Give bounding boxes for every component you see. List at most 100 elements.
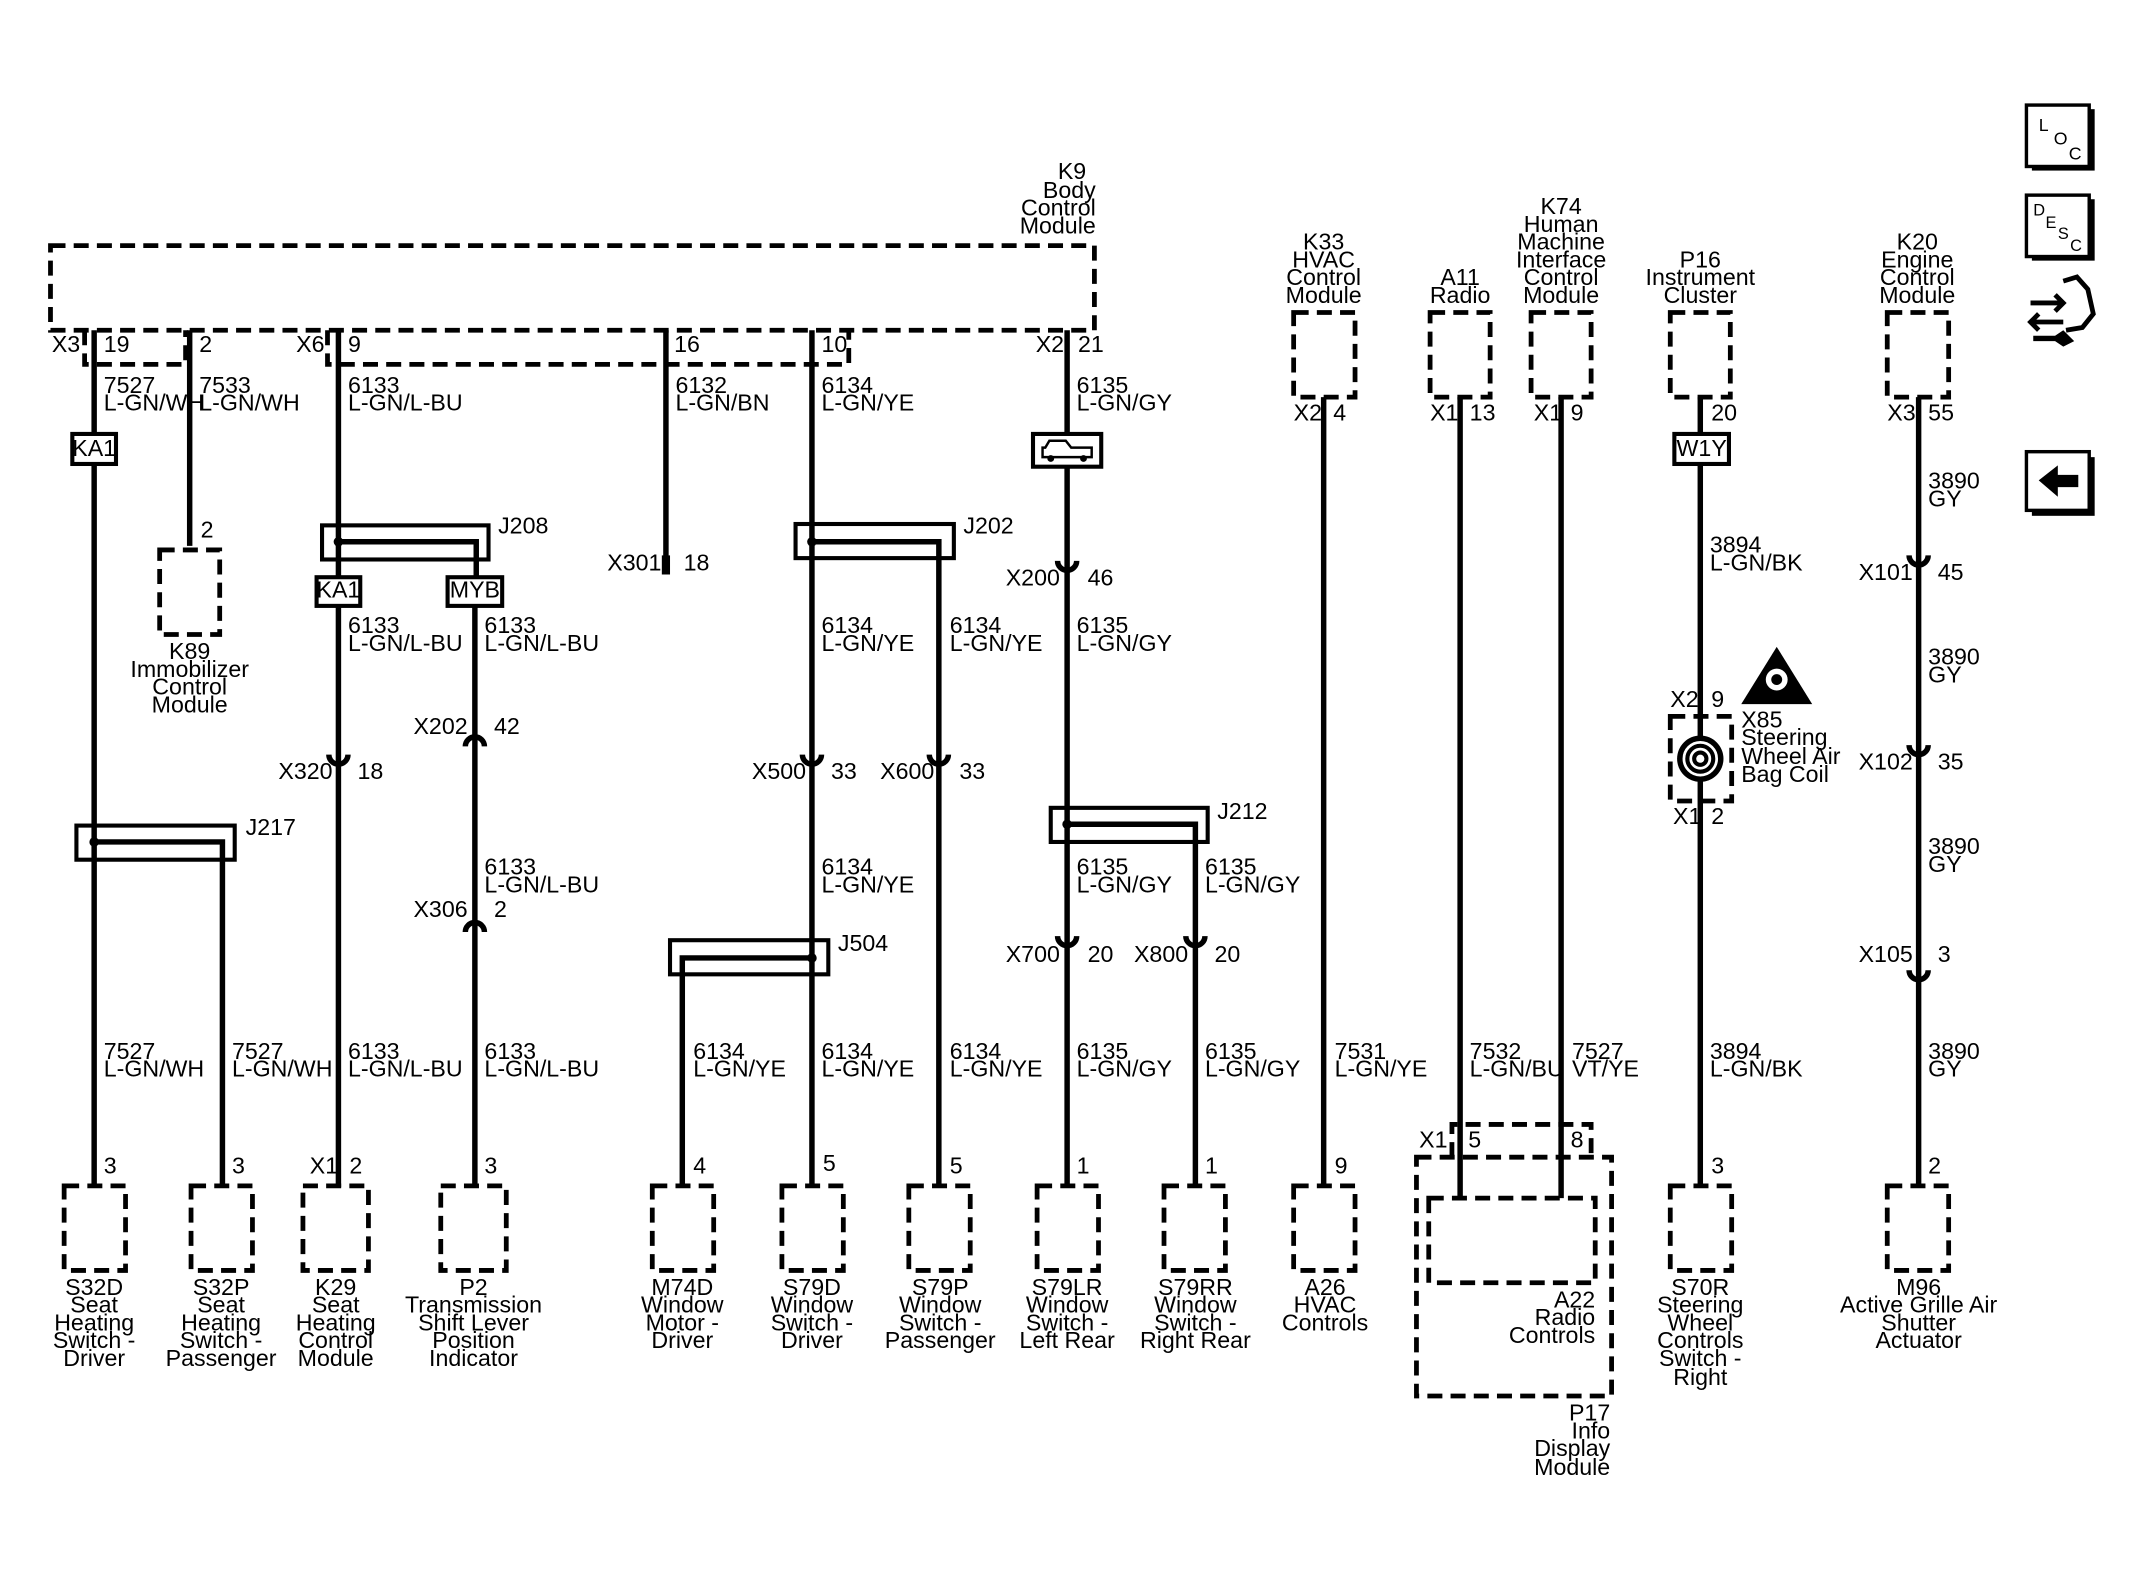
wire-color: L-GN/BU xyxy=(1470,1056,1564,1082)
k33-label: HVAC xyxy=(1292,246,1355,272)
s79rr-label: Switch - xyxy=(1154,1309,1236,1335)
conn-name: X1 xyxy=(310,1153,338,1179)
conn-name: X200 xyxy=(1006,564,1060,590)
pin: 3 xyxy=(1711,1153,1724,1179)
pin: 3 xyxy=(104,1153,117,1179)
splice-j212-bar xyxy=(1067,821,1199,1188)
wire-color: GY xyxy=(1928,851,1962,877)
conn-pin: 20 xyxy=(1214,941,1240,967)
m74d-component-box xyxy=(649,1183,717,1273)
splice-name: J202 xyxy=(963,513,1013,539)
p2-label: Indicator xyxy=(429,1345,518,1371)
wire-label: 6133 xyxy=(484,1038,536,1064)
p17-label: Info xyxy=(1572,1417,1611,1443)
s70r-label: Steering xyxy=(1657,1292,1743,1318)
k74-label: Machine xyxy=(1517,229,1605,255)
p17-label: Display xyxy=(1534,1435,1610,1461)
s70r-label: Right xyxy=(1673,1364,1728,1390)
k9-module-box xyxy=(48,243,1097,333)
wire-color: L-GN/GY xyxy=(1077,630,1172,656)
wire-label: 6135 xyxy=(1205,1038,1257,1064)
wire-label: 6135 xyxy=(1077,854,1129,880)
connector-x800 xyxy=(1183,935,1208,949)
m74d-label: Window xyxy=(641,1292,724,1318)
k9-label-2: Control xyxy=(1021,195,1096,221)
a22-label: Controls xyxy=(1509,1322,1595,1348)
loc-button[interactable]: L O C xyxy=(2024,103,2095,171)
loc-letter: O xyxy=(2054,129,2068,149)
clockspring-coil-icon xyxy=(1677,735,1724,782)
wire-color: L-GN/L-BU xyxy=(484,1056,599,1082)
conn-pin: 20 xyxy=(1711,399,1737,425)
connector-x102 xyxy=(1906,744,1931,758)
conn-pin: 13 xyxy=(1470,399,1496,425)
wire-label: 7527 xyxy=(1572,1038,1624,1064)
wire-color: L-GN/YE xyxy=(821,871,914,897)
wire-label: 6135 xyxy=(1077,372,1129,398)
conn-name: X1 xyxy=(1534,399,1562,425)
conn-name: X202 xyxy=(413,713,467,739)
connector-x105 xyxy=(1906,969,1931,983)
k29-label: Module xyxy=(298,1345,374,1371)
conn-name: X105 xyxy=(1859,941,1913,967)
p17-x1-connector xyxy=(1449,1122,1594,1158)
k9-conn-x6: X6 xyxy=(296,331,324,357)
conn-pin: 18 xyxy=(684,549,710,575)
m96-component-box xyxy=(1884,1183,1952,1273)
connector-x500 xyxy=(799,754,825,767)
k74-label: Interface xyxy=(1516,246,1606,272)
splice-j504-bar xyxy=(679,955,812,1188)
s79p-label: Passenger xyxy=(885,1327,996,1353)
conn-pin: 35 xyxy=(1938,749,1964,775)
p17-label: Module xyxy=(1534,1454,1610,1480)
m74d-label: Driver xyxy=(651,1327,713,1353)
k33-name: K33 xyxy=(1303,229,1344,255)
conn-name: X101 xyxy=(1859,559,1913,585)
s70r-label: Wheel xyxy=(1667,1309,1733,1335)
k74-label: Module xyxy=(1523,282,1599,308)
wire-color: L-GN/GY xyxy=(1077,871,1172,897)
splice-label: MYB xyxy=(450,577,500,603)
connector-wrench-icon[interactable] xyxy=(2027,274,2096,347)
k29-label: Seat xyxy=(312,1292,360,1318)
splice-name: J504 xyxy=(838,930,888,956)
conn-pin: 33 xyxy=(831,758,857,784)
wire-label: 6134 xyxy=(821,1038,873,1064)
conn-name: X301 xyxy=(607,549,661,575)
back-arrow-button[interactable] xyxy=(2024,449,2095,516)
p2-label: Transmission xyxy=(405,1292,542,1318)
splice-name: J208 xyxy=(498,513,548,539)
connector-x306 xyxy=(462,919,488,933)
conn-pin: 33 xyxy=(959,758,985,784)
pin: 4 xyxy=(693,1153,706,1179)
a22-name: A22 xyxy=(1554,1286,1595,1312)
s79d-label: Driver xyxy=(781,1327,843,1353)
wire-color: L-GN/BK xyxy=(1710,549,1803,575)
airbag-warning-icon xyxy=(1741,646,1813,705)
desc-letter: D xyxy=(2033,202,2045,220)
wire-label: 6133 xyxy=(484,854,536,880)
conn-name: X1 xyxy=(1673,803,1701,829)
wire-color: L-GN/GY xyxy=(1077,1056,1172,1082)
splice-j208-bar xyxy=(338,539,479,576)
splice-j217-bar xyxy=(94,839,226,1188)
conn-name: X700 xyxy=(1006,941,1060,967)
wire-color: L-GN/GY xyxy=(1205,1056,1300,1082)
x85-label: Bag Coil xyxy=(1741,761,1829,787)
wire-label: 6135 xyxy=(1077,1038,1129,1064)
a26-component-box xyxy=(1291,1183,1358,1273)
wire-label: 3890 xyxy=(1928,644,1980,670)
p16-name: P16 xyxy=(1680,246,1721,272)
desc-button[interactable]: D E S C xyxy=(2024,193,2095,261)
p17-name: P17 xyxy=(1569,1400,1610,1426)
s79lr-component-box xyxy=(1034,1183,1101,1273)
conn-pin: 46 xyxy=(1088,564,1114,590)
splice-j202 xyxy=(793,521,956,561)
s32p-component-box xyxy=(188,1183,255,1273)
loc-letter: C xyxy=(2069,144,2082,164)
wire-color: L-GN/YE xyxy=(1335,1056,1428,1082)
conn-pin: 20 xyxy=(1088,941,1114,967)
k9-pin-9: 9 xyxy=(348,331,361,357)
wire-color: GY xyxy=(1928,661,1962,687)
connector-x700 xyxy=(1054,935,1080,949)
